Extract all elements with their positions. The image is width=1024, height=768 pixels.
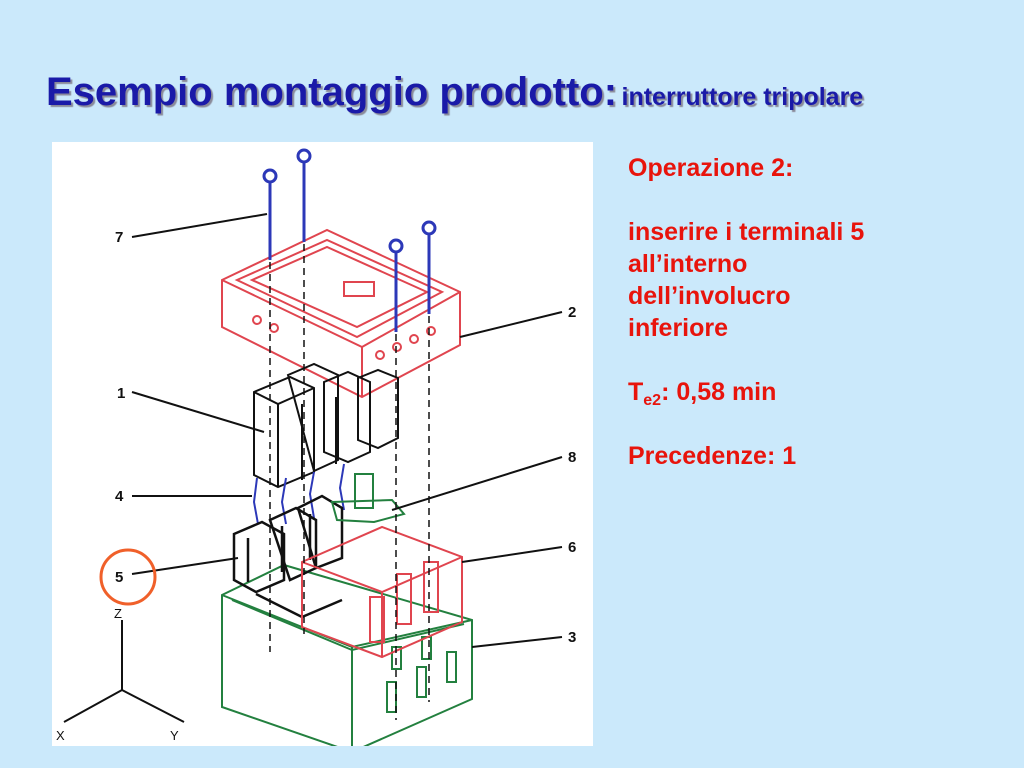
time-symbol: T [628, 378, 644, 406]
label-part-8: 8 [568, 449, 576, 466]
assembly-axis-lines [269, 244, 430, 720]
time-value: Te2: 0,58 min [628, 376, 1008, 409]
title-main: Esempio montaggio prodotto: [46, 70, 618, 114]
instruction-line-1: inserire i terminali 5 [628, 218, 865, 246]
upper-cover-part [221, 228, 461, 399]
axis-x-label: X [56, 728, 65, 743]
instruction-line-3: dell’involucro [628, 282, 791, 310]
spring-parts [252, 463, 345, 525]
label-part-3: 3 [568, 629, 576, 646]
operation-heading: Operazione 2: [628, 154, 794, 182]
assembly-diagram: 7 2 1 8 4 6 5 3 Z X Y [52, 142, 593, 746]
label-part-6: 6 [568, 539, 576, 556]
operation-panel: Operazione 2: inserire i terminali 5 all… [628, 152, 1008, 472]
axis-z-label: Z [114, 606, 122, 621]
label-part-1: 1 [117, 385, 125, 402]
mechanism-part [301, 525, 463, 659]
lever-part [330, 473, 406, 524]
label-part-2: 2 [568, 304, 576, 321]
time-amount: : 0,58 min [661, 378, 777, 406]
axis-y-label: Y [170, 728, 179, 743]
label-part-4: 4 [115, 488, 124, 505]
terminals-part [232, 494, 344, 619]
time-subscript: e2 [643, 392, 662, 409]
instruction-line-2: all’interno [628, 250, 748, 278]
screws-part [262, 148, 437, 332]
lower-housing-part [221, 563, 473, 746]
contact-blocks-part [253, 362, 399, 489]
exploded-view-drawing: 7 2 1 8 4 6 5 3 Z X Y [56, 148, 576, 746]
precedences: Precedenze: 1 [628, 442, 797, 470]
highlight-circle [99, 548, 157, 606]
label-part-7: 7 [115, 229, 123, 246]
slide-title: Esempio montaggio prodotto: interruttore… [46, 70, 863, 115]
coordinate-axes [63, 620, 185, 723]
label-part-5: 5 [115, 569, 123, 586]
instruction-line-4: inferiore [628, 314, 729, 342]
leader-lines [131, 213, 563, 648]
title-sub: interruttore tripolare [621, 83, 864, 111]
